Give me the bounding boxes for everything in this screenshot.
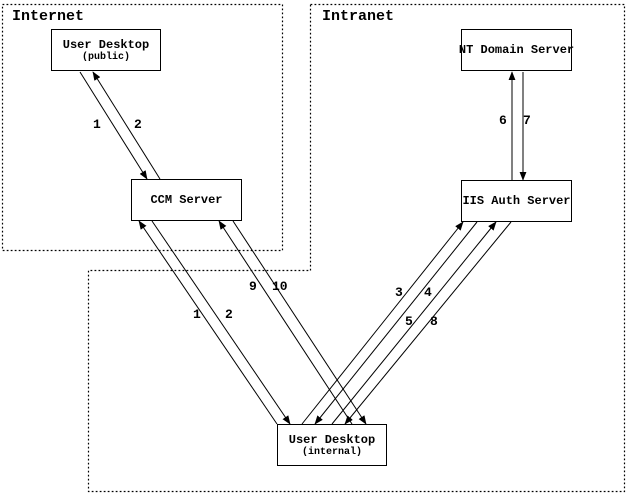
step-label-5: 5 (405, 314, 413, 329)
internet-region-outline (1, 3, 284, 252)
flow-line-step2-ccm-to-internal-desktop (151, 220, 291, 425)
node-subtitle: (internal) (301, 446, 362, 458)
flow-line-step4-iis-to-internal-desktop (314, 221, 478, 425)
step-label-1-internal: 1 (193, 307, 201, 322)
node-title: IIS Auth Server (462, 194, 571, 208)
flow-line-step5-internal-desktop-to-iis (331, 221, 497, 425)
node-user-desktop-public: User Desktop (public) (51, 29, 161, 71)
flow-line-step8-iis-to-internal-desktop (344, 221, 512, 425)
node-subtitle: (public) (81, 51, 130, 63)
intranet-region-label: Intranet (322, 8, 395, 25)
flow-line-step10-ccm-to-internal-desktop (232, 220, 367, 425)
flow-line-step2-ccm-to-public-desktop (92, 71, 161, 180)
node-nt-domain-server: NT Domain Server (458, 29, 575, 71)
flow-line-step9-internal-desktop-to-ccm (218, 220, 353, 425)
flow-line-step1-public-desktop-to-ccm (79, 71, 148, 180)
node-title: CCM Server (150, 193, 223, 207)
node-title: User Desktop (288, 432, 376, 447)
step-label-7: 7 (523, 113, 531, 128)
node-title: NT Domain Server (458, 43, 575, 57)
step-label-10: 10 (272, 279, 288, 294)
step-label-8: 8 (430, 314, 438, 329)
flow-line-step1-internal-desktop-to-ccm (138, 220, 278, 425)
intranet-region-outline (87, 3, 626, 493)
step-label-1-public: 1 (93, 117, 101, 132)
step-label-2-public: 2 (134, 117, 142, 132)
internet-region-label: Internet (12, 8, 85, 25)
flow-line-step3-internal-desktop-to-iis (301, 221, 464, 425)
node-title: User Desktop (62, 37, 150, 52)
step-label-6: 6 (499, 113, 507, 128)
step-label-9: 9 (249, 279, 257, 294)
node-user-desktop-internal: User Desktop (internal) (277, 424, 387, 466)
step-label-4: 4 (424, 285, 432, 300)
step-label-2-internal: 2 (225, 307, 233, 322)
step-label-3: 3 (395, 285, 403, 300)
node-ccm-server: CCM Server (131, 179, 242, 221)
node-iis-auth-server: IIS Auth Server (461, 180, 572, 222)
